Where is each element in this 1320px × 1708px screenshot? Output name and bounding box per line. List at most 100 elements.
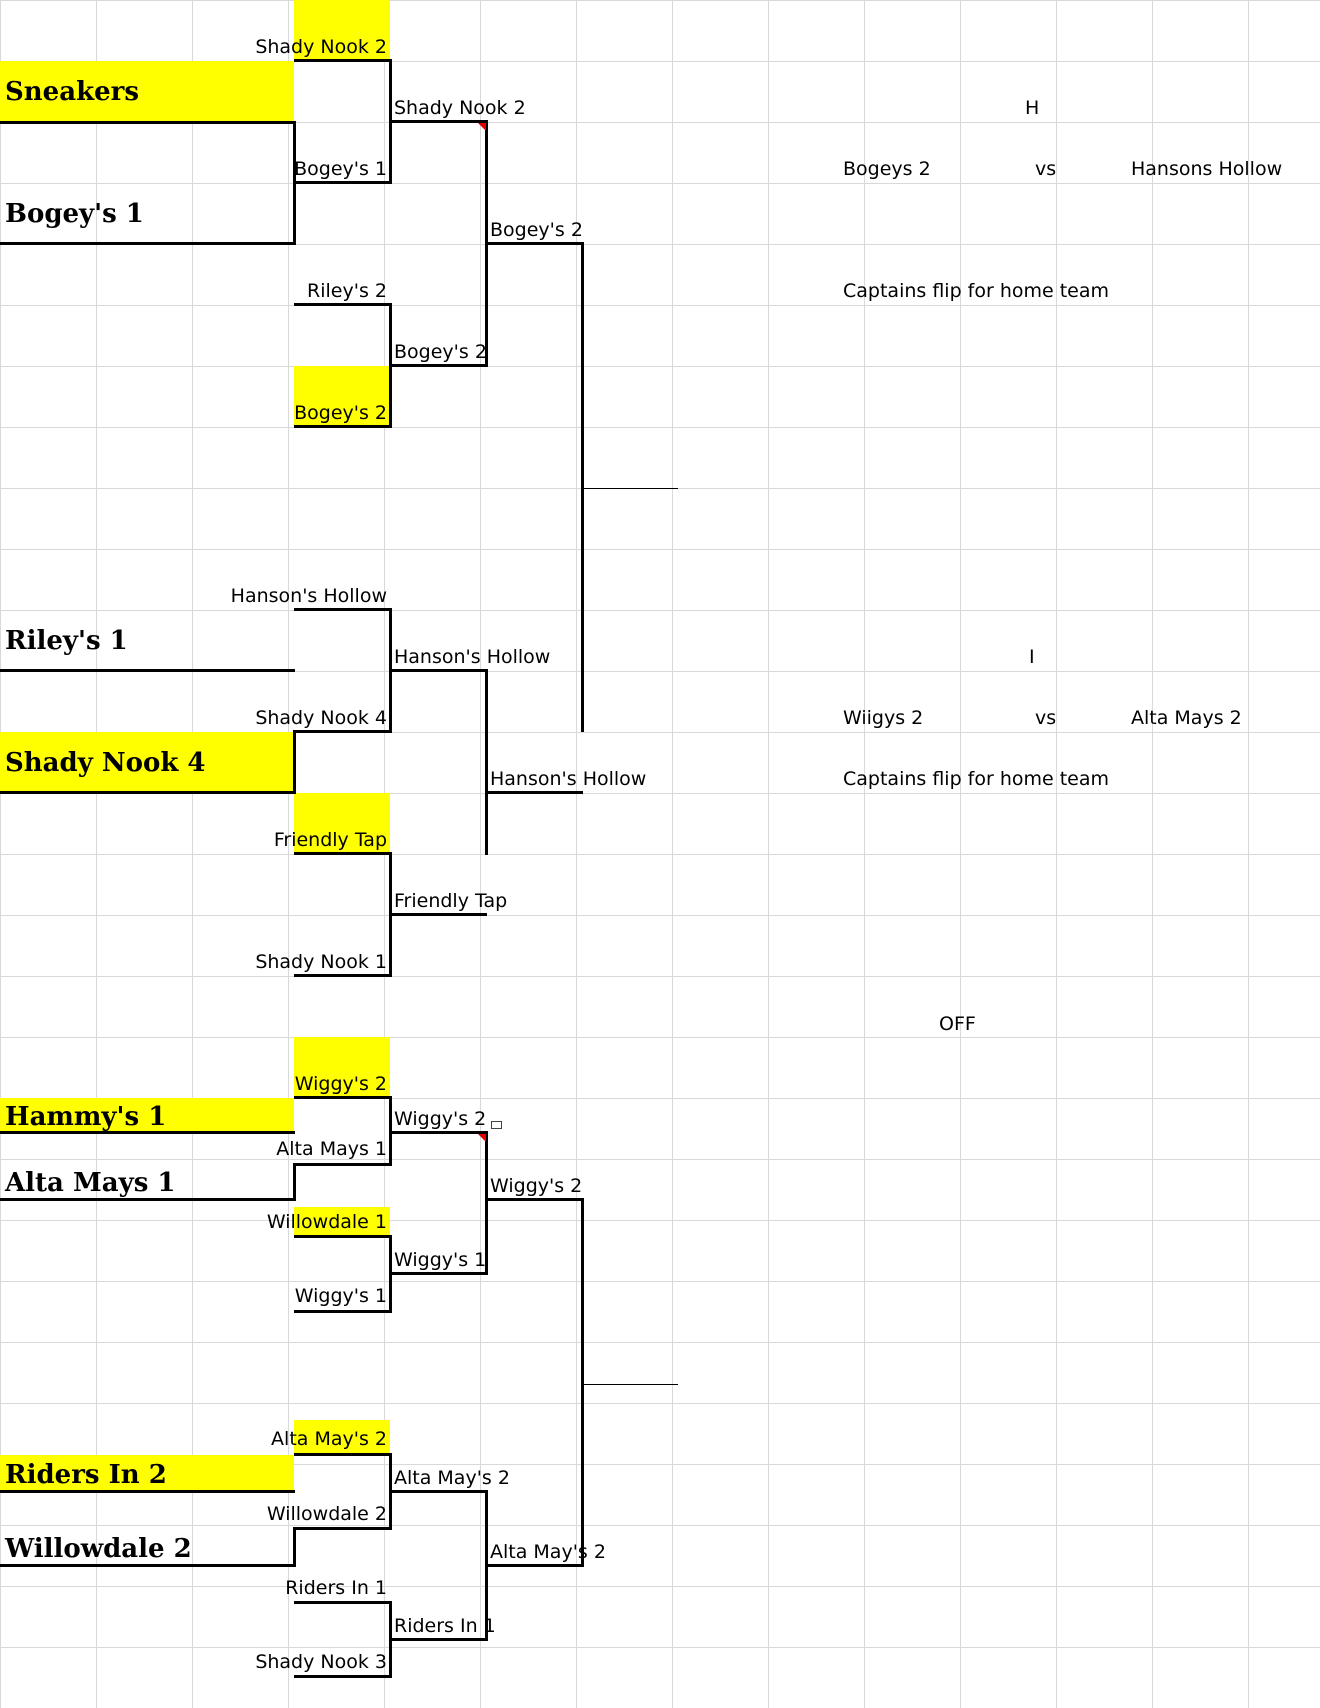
seed-team-label: Willowdale 2 (5, 1534, 192, 1564)
round1-team-label: Willowdale 2 (266, 1503, 387, 1525)
comment-indicator-icon[interactable] (478, 123, 486, 131)
round2-team-label: Riders In 1 (394, 1615, 496, 1637)
round3-team-label: Wiggy's 2 (490, 1175, 583, 1197)
comment-indicator-icon[interactable] (478, 1134, 486, 1142)
highlight-cell (294, 1207, 390, 1237)
round1-team-label: Hanson's Hollow (230, 585, 387, 607)
round1-team-label: Alta May's 2 (271, 1428, 387, 1450)
round1-team-label: Riders In 1 (285, 1577, 387, 1599)
highlight-cell (294, 0, 390, 61)
bracket-line (581, 1198, 584, 1567)
bracket-line (294, 1310, 391, 1313)
bracket-line (390, 120, 487, 123)
round1-team-label: Wiggy's 2 (294, 1073, 387, 1095)
seed-team-label: Sneakers (5, 77, 139, 107)
bracket-line (0, 121, 295, 124)
bracket-line (294, 852, 391, 855)
seed-team-label: Alta Mays 1 (5, 1168, 176, 1198)
bracket-line (294, 425, 391, 428)
matchup-vs-label: vs (1035, 158, 1057, 180)
bracket-line (0, 1131, 295, 1134)
bracket-line (294, 1675, 391, 1678)
matchup-letter: H (1025, 97, 1040, 119)
bracket-line (390, 1638, 487, 1641)
round2-team-label: Friendly Tap (394, 890, 508, 912)
matchup-team-b: Alta Mays 2 (1131, 707, 1242, 729)
bracket-line (294, 1527, 391, 1530)
bracket-line (486, 1564, 583, 1567)
bracket-line (0, 791, 295, 794)
round1-team-label: Willowdale 1 (266, 1211, 387, 1233)
round1-team-label: Shady Nook 1 (255, 951, 387, 973)
highlight-cell (294, 1037, 390, 1098)
bracket-line (293, 1163, 296, 1201)
bracket-line (0, 669, 295, 672)
bracket-line (486, 1198, 583, 1201)
matchup-team-b: Hansons Hollow (1131, 158, 1283, 180)
comment-anchor-icon[interactable] (491, 1121, 502, 1129)
bracket-line (485, 669, 488, 855)
bracket-line (294, 608, 391, 611)
matchup-note: Captains flip for home team (843, 768, 1110, 790)
round2-team-label: Bogey's 2 (394, 341, 487, 363)
bracket-line (0, 1490, 295, 1493)
bracket-line (582, 1384, 678, 1385)
highlight-cell (294, 793, 390, 854)
bracket-line (486, 242, 583, 245)
round2-team-label: Alta May's 2 (394, 1467, 510, 1489)
seed-team-label: Hammy's 1 (5, 1102, 167, 1132)
highlight-cell (0, 732, 294, 793)
matchup-note: Captains flip for home team (843, 280, 1110, 302)
seed-team-label: Shady Nook 4 (5, 748, 206, 778)
matchup-letter: I (1029, 646, 1035, 668)
bracket-line (293, 730, 296, 794)
bracket-line (486, 791, 583, 794)
round2-team-label: Shady Nook 2 (394, 97, 526, 119)
bracket-line (294, 59, 391, 62)
bracket-line (390, 1272, 487, 1275)
round1-team-label: Shady Nook 4 (255, 707, 387, 729)
bracket-line (0, 242, 295, 245)
bracket-line (390, 913, 487, 916)
bracket-line (294, 1096, 391, 1099)
bracket-line (294, 1163, 391, 1166)
bracket-line (581, 242, 584, 732)
bracket-line (294, 303, 391, 306)
bracket-line (485, 1131, 488, 1275)
round2-team-label: Hanson's Hollow (394, 646, 551, 668)
matchup-vs-label: vs (1035, 707, 1057, 729)
round1-team-label: Shady Nook 3 (255, 1651, 387, 1673)
round1-team-label: Bogey's 1 (294, 158, 387, 180)
round1-team-label: Wiggy's 1 (294, 1285, 387, 1307)
seed-team-label: Bogey's 1 (5, 199, 144, 229)
bracket-line (294, 1453, 391, 1456)
bracket-line (390, 1131, 487, 1134)
bracket-line (582, 488, 678, 489)
bracket-line (390, 669, 487, 672)
bracket-line (293, 1527, 296, 1567)
bracket-line (390, 364, 487, 367)
round1-team-label: Bogey's 2 (294, 402, 387, 424)
bracket-line (0, 1198, 295, 1201)
matchup-team-a: Wiigys 2 (843, 707, 924, 729)
round1-team-label: Alta Mays 1 (276, 1138, 387, 1160)
bracket-line (294, 730, 391, 733)
seed-team-label: Riders In 2 (5, 1460, 167, 1490)
highlight-cell (294, 366, 390, 427)
bracket-line (390, 1490, 487, 1493)
round1-team-label: Riley's 2 (307, 280, 387, 302)
bracket-line (294, 181, 391, 184)
highlight-cell (0, 1455, 294, 1492)
matchup-team-a: Bogeys 2 (843, 158, 931, 180)
seed-team-label: Riley's 1 (5, 626, 128, 656)
round3-team-label: Bogey's 2 (490, 219, 583, 241)
bracket-line (294, 1235, 391, 1238)
round1-team-label: Shady Nook 2 (255, 36, 387, 58)
highlight-cell (0, 61, 294, 122)
round2-team-label: Wiggy's 1 (394, 1249, 487, 1271)
bracket-line (294, 1601, 391, 1604)
round2-team-label: Wiggy's 2 (394, 1108, 487, 1130)
bracket-line (294, 974, 391, 977)
off-label: OFF (939, 1013, 976, 1035)
